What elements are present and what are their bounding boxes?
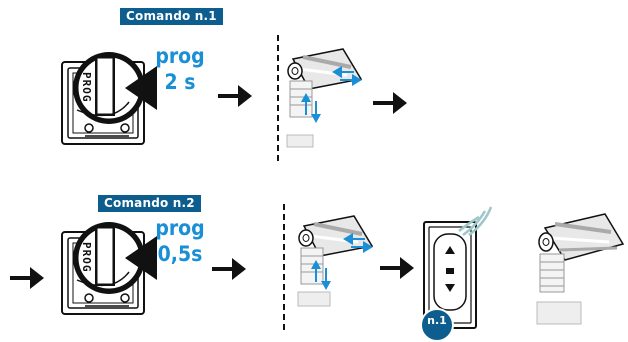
switch-prog-icon	[61, 52, 157, 145]
step1-duration: 2 s	[164, 70, 196, 94]
arrow-right-icon	[10, 267, 44, 289]
double-arrow-icon	[311, 260, 331, 290]
switch-prog-icon	[61, 222, 157, 315]
arrow-right-icon	[218, 85, 252, 107]
arrow-right-icon	[380, 257, 414, 279]
double-arrow-icon	[343, 233, 373, 253]
double-arrow-icon	[301, 93, 321, 123]
step1-badge: Comando n.1	[120, 8, 223, 25]
arrow-right-icon	[212, 258, 246, 280]
arrow-right-icon	[373, 92, 407, 114]
dashed-divider	[277, 35, 279, 165]
awning-icon	[536, 213, 625, 325]
step2-badge: Comando n.2	[98, 195, 201, 212]
remote-control-icon	[423, 221, 477, 329]
step2-duration: 0,5s	[157, 242, 203, 266]
remote-badge-label: n.1	[427, 314, 447, 327]
switch-label: PROG	[80, 72, 93, 103]
switch-label: PROG	[80, 242, 93, 273]
step1-action: prog	[155, 44, 205, 68]
dashed-divider	[283, 204, 285, 332]
double-arrow-icon	[332, 66, 362, 86]
awning-icon	[286, 48, 363, 148]
step2-action: prog	[155, 216, 205, 240]
wireless-signal-icon	[458, 206, 493, 237]
awning-icon	[297, 215, 374, 307]
